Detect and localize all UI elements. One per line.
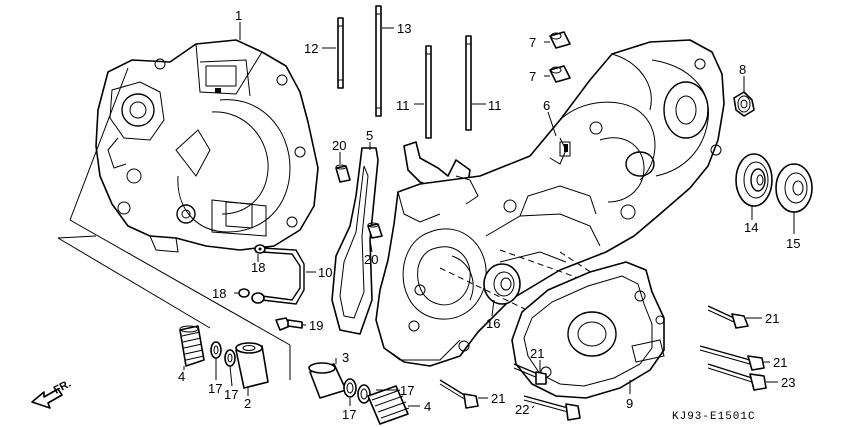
bearing-14[interactable] bbox=[735, 153, 773, 207]
bolt-21-bottom-center[interactable] bbox=[513, 363, 547, 385]
callout-11-left[interactable]: 11 bbox=[396, 98, 410, 113]
sealing-washer-18-lower[interactable] bbox=[238, 288, 265, 304]
callout-17-left-a[interactable]: 17 bbox=[208, 381, 222, 396]
o-ring-17-mid-b[interactable] bbox=[357, 384, 371, 404]
front-direction-indicator: FR. bbox=[31, 378, 73, 409]
callout-15[interactable]: 15 bbox=[786, 236, 800, 251]
callout-3[interactable]: 3 bbox=[342, 350, 349, 365]
bolt-19[interactable] bbox=[275, 317, 303, 331]
callout-18-lower[interactable]: 18 bbox=[212, 286, 226, 301]
bearing-8[interactable] bbox=[733, 91, 755, 117]
o-ring-17-left-b[interactable] bbox=[224, 349, 236, 367]
callout-14[interactable]: 14 bbox=[744, 220, 758, 235]
dowel-pin-7-lower[interactable] bbox=[549, 65, 571, 83]
cap-3[interactable] bbox=[308, 362, 347, 399]
dowel-pin-7-upper[interactable] bbox=[549, 31, 571, 49]
oil-seal-15[interactable] bbox=[775, 163, 813, 213]
callout-5[interactable]: 5 bbox=[366, 128, 373, 143]
bolt-23[interactable] bbox=[707, 363, 767, 391]
front-label: FR. bbox=[52, 378, 73, 397]
oil-seal-16[interactable] bbox=[483, 263, 521, 305]
callout-7-lower[interactable]: 7 bbox=[529, 69, 536, 84]
dowel-pin-20-upper[interactable] bbox=[335, 164, 351, 183]
spring-4-left[interactable] bbox=[179, 325, 205, 367]
leader-line bbox=[69, 219, 291, 346]
callout-4-left[interactable]: 4 bbox=[178, 369, 185, 384]
stud-bolt-12[interactable] bbox=[337, 17, 344, 89]
bolt-21-bottom-left[interactable] bbox=[439, 379, 479, 409]
o-ring-17-mid-a[interactable] bbox=[343, 378, 357, 398]
callout-20-upper[interactable]: 20 bbox=[332, 138, 346, 153]
o-ring-17-left-a[interactable] bbox=[210, 341, 222, 359]
bolt-21-lower-right[interactable] bbox=[699, 345, 765, 371]
callout-13[interactable]: 13 bbox=[397, 21, 411, 36]
callout-17-mid-right[interactable]: 17 bbox=[400, 383, 414, 398]
leader-line bbox=[57, 235, 97, 239]
callout-8[interactable]: 8 bbox=[739, 62, 746, 77]
callout-10[interactable]: 10 bbox=[318, 265, 332, 280]
crankcase-gasket[interactable] bbox=[331, 141, 471, 335]
callout-21-center[interactable]: 21 bbox=[530, 346, 544, 361]
crankcase-cover-9[interactable] bbox=[511, 261, 665, 399]
callout-17-left-b[interactable]: 17 bbox=[224, 387, 238, 402]
leader-line bbox=[69, 67, 129, 221]
callout-labels: 1 12 13 11 11 5 20 20 7 7 6 8 14 15 18 1… bbox=[178, 8, 800, 422]
leader-line bbox=[57, 237, 211, 329]
callout-21-lower-right[interactable]: 21 bbox=[773, 355, 787, 370]
dowel-pin-20-lower[interactable] bbox=[367, 222, 383, 239]
callout-17-mid-bottom[interactable]: 17 bbox=[342, 407, 356, 422]
breather-tube-10[interactable] bbox=[261, 247, 305, 305]
cap-2[interactable] bbox=[235, 342, 269, 389]
left-crankcase-half[interactable] bbox=[95, 39, 319, 253]
callout-12[interactable]: 12 bbox=[304, 41, 318, 56]
callout-11-right[interactable]: 11 bbox=[488, 98, 502, 113]
callout-20-lower[interactable]: 20 bbox=[364, 252, 378, 267]
right-crankcase-half[interactable] bbox=[375, 39, 725, 367]
stud-bolt-11-left[interactable] bbox=[425, 45, 432, 139]
callout-4-mid[interactable]: 4 bbox=[424, 399, 431, 414]
callout-21-bottom[interactable]: 21 bbox=[491, 391, 505, 406]
callout-7-upper[interactable]: 7 bbox=[529, 35, 536, 50]
callout-9[interactable]: 9 bbox=[626, 396, 633, 411]
front-arrow-icon bbox=[31, 388, 63, 409]
callout-16[interactable]: 16 bbox=[486, 316, 500, 331]
spring-4-mid[interactable] bbox=[367, 385, 410, 425]
callout-23[interactable]: 23 bbox=[781, 375, 795, 390]
leader-lines bbox=[183, 22, 795, 409]
callout-18-upper[interactable]: 18 bbox=[251, 260, 265, 275]
stud-bolt-11-right[interactable] bbox=[465, 35, 472, 131]
callout-1[interactable]: 1 bbox=[235, 8, 242, 23]
callout-6[interactable]: 6 bbox=[543, 98, 550, 113]
callout-2[interactable]: 2 bbox=[244, 396, 251, 411]
callout-22[interactable]: 22 bbox=[515, 402, 529, 417]
stud-bolt-13[interactable] bbox=[375, 5, 382, 117]
callout-21-upper-right[interactable]: 21 bbox=[765, 311, 779, 326]
bolt-21-upper-right[interactable] bbox=[707, 305, 749, 329]
sealing-washer-18-upper[interactable] bbox=[254, 244, 266, 254]
bolt-22[interactable] bbox=[523, 395, 581, 421]
callout-19[interactable]: 19 bbox=[309, 318, 323, 333]
diagram-code: KJ93-E1501C bbox=[672, 411, 756, 423]
